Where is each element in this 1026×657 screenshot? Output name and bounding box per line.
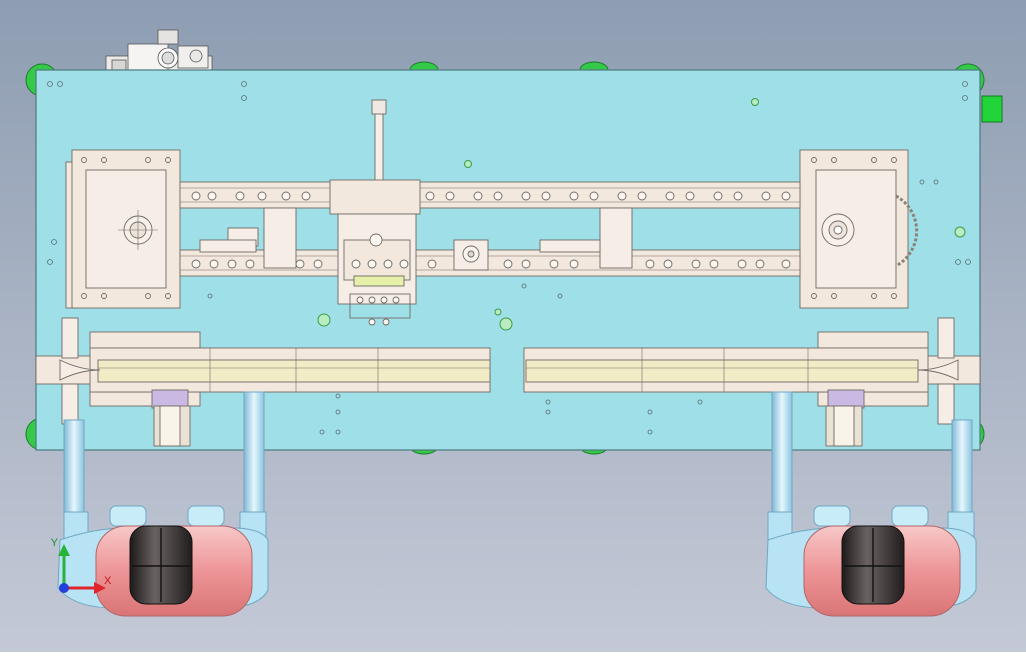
x-axis-label: X: [104, 575, 112, 587]
left-conveyor: [35, 317, 491, 447]
right-mount-block: [799, 149, 919, 309]
upper-linear-rail: [179, 181, 801, 209]
right-grip-unit: [765, 505, 977, 617]
green-connector: [981, 95, 1003, 123]
left-mount-block: [65, 149, 181, 309]
plate-holes: [47, 81, 971, 435]
z-axis-origin: [59, 583, 69, 593]
rail-carriages: [199, 207, 633, 271]
y-axis-label: Y: [51, 537, 59, 549]
right-conveyor: [523, 317, 981, 447]
top-motor-assembly: [105, 29, 213, 71]
coordinate-triad: Y X: [51, 537, 112, 594]
central-gripper-head: [329, 99, 421, 326]
left-grip-unit: [57, 505, 269, 617]
support-tubes: [63, 391, 973, 517]
